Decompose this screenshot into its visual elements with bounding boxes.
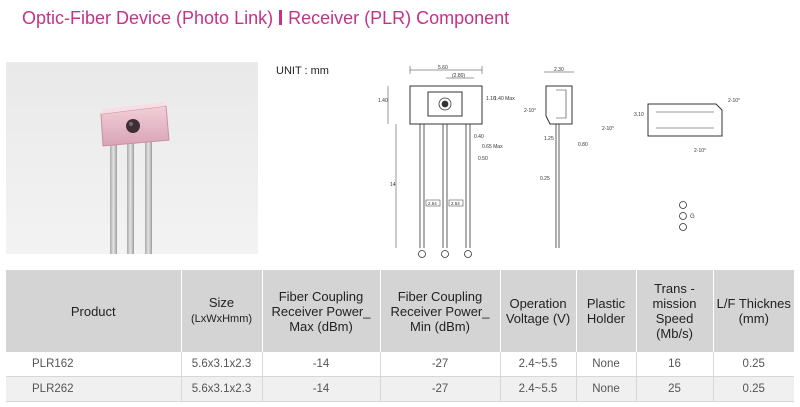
- dim-bottom-angle-b: 2-10°: [694, 148, 706, 154]
- cell-product: PLR262: [6, 376, 182, 402]
- table-row: PLR262 5.6x3.1x2.3 -14 -27 2.4~5.5 None …: [6, 376, 794, 402]
- dim-max: 1.40 Max: [494, 96, 515, 102]
- receiver-component-image: [100, 102, 170, 254]
- dimension-drawing: 5.60 (2.80) 1.40 1.16 1.40 Max 0.40 0.65…: [378, 65, 740, 258]
- dim-side-step: 1.25: [544, 136, 554, 142]
- dim-angle-a: 2-10°: [524, 108, 536, 114]
- table-header-row: Product Size(LxWxHmm) Fiber Coupling Rec…: [6, 270, 794, 352]
- dim-top-inner: (2.80): [452, 73, 465, 79]
- cell-size: 5.6x3.1x2.3: [181, 352, 263, 377]
- side-view: 2.30 2-10° 2-10° 1.25 0.80 0.25: [524, 67, 614, 248]
- pin-layout: G: [679, 201, 695, 231]
- cell-size: 5.6x3.1x2.3: [181, 376, 263, 402]
- dim-top-width: 5.60: [438, 65, 448, 71]
- dim-pitch-right: 2.54: [451, 201, 460, 206]
- header-power-min: Fiber Coupling Receiver Power_ Min (dBm): [380, 270, 501, 352]
- dim-pitch-left: 2.54: [428, 201, 437, 206]
- dim-bottom-angle-a: 2-10°: [728, 98, 740, 104]
- table-row: PLR162 5.6x3.1x2.3 -14 -27 2.4~5.5 None …: [6, 352, 794, 377]
- dim-lead-length: 14: [390, 182, 396, 188]
- header-product: Product: [6, 270, 182, 352]
- title-part-2: Receiver (PLR) Component: [288, 8, 510, 28]
- dim-pin-width: 0.40: [474, 134, 484, 140]
- cell-holder: None: [576, 376, 637, 402]
- dim-side-lead: 0.80: [578, 142, 588, 148]
- cell-voltage: 2.4~5.5: [500, 352, 577, 377]
- cell-thickness: 0.25: [713, 376, 794, 402]
- unit-label: UNIT : mm: [276, 65, 329, 77]
- title-divider: [279, 10, 283, 25]
- dim-window-height: 1.16: [486, 96, 496, 102]
- cell-power-min: -27: [380, 376, 501, 402]
- dim-side-thick: 0.25: [540, 176, 550, 182]
- cell-speed: 16: [636, 352, 714, 377]
- header-size: Size(LxWxHmm): [181, 270, 263, 352]
- dim-body-height: 1.40: [378, 98, 388, 104]
- dim-pin-max: 0.65 Max: [482, 144, 503, 150]
- cell-holder: None: [576, 352, 637, 377]
- spec-table: Product Size(LxWxHmm) Fiber Coupling Rec…: [6, 270, 794, 402]
- dim-angle-b: 2-10°: [602, 126, 614, 132]
- dim-side-width: 2.30: [554, 67, 564, 73]
- cell-power-max: -14: [262, 352, 381, 377]
- title-part-1: Optic-Fiber Device (Photo Link): [22, 8, 274, 28]
- header-power-max: Fiber Coupling Receiver Power_ Max (dBm): [262, 270, 381, 352]
- cell-speed: 25: [636, 376, 714, 402]
- cell-voltage: 2.4~5.5: [500, 376, 577, 402]
- dim-pin-spacing: 0.50: [478, 156, 488, 162]
- cell-power-min: -27: [380, 352, 501, 377]
- dim-bottom-height: 3.10: [634, 112, 644, 118]
- header-thickness: L/F Thicknes (mm): [713, 270, 794, 352]
- cell-thickness: 0.25: [713, 352, 794, 377]
- pin-g-label: G: [690, 214, 695, 220]
- front-view: 5.60 (2.80) 1.40 1.16 1.40 Max 0.40 0.65…: [378, 65, 515, 258]
- header-voltage: Operation Voltage (V): [500, 270, 577, 352]
- header-speed: Trans - mission Speed (Mb/s): [636, 270, 714, 352]
- page-title: Optic-Fiber Device (Photo Link) Receiver …: [22, 8, 509, 29]
- cell-power-max: -14: [262, 376, 381, 402]
- cell-product: PLR162: [6, 352, 182, 377]
- header-holder: Plastic Holder: [576, 270, 637, 352]
- product-photo: [6, 62, 258, 254]
- bottom-view: 3.10 2-10° 2-10°: [634, 98, 740, 154]
